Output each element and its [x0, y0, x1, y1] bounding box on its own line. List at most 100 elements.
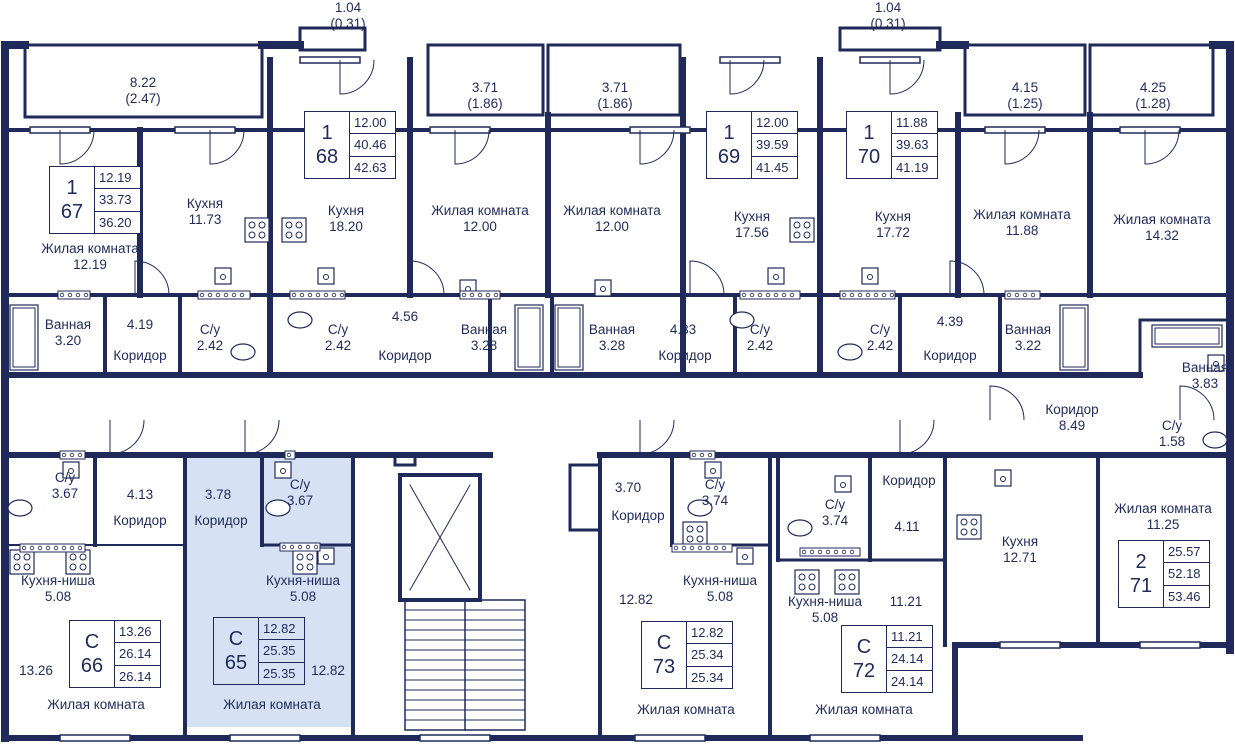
room-name: Ванная	[44, 317, 92, 332]
window	[429, 126, 491, 134]
sink-drain	[600, 286, 606, 292]
room-area: 17.72	[876, 225, 910, 240]
sink-drain	[220, 274, 226, 280]
room-name: С/у	[199, 322, 221, 337]
room-label: 3.70	[615, 480, 641, 496]
balcony-coef: (1.86)	[467, 96, 503, 111]
room-area: 11.21	[889, 594, 923, 609]
kitchen-counter	[57, 290, 91, 300]
balcony-area: 1.04	[334, 0, 362, 15]
sink-drain	[68, 468, 74, 474]
apartment-rooms: 2	[1135, 551, 1147, 573]
counter-mark	[323, 292, 329, 298]
room-name: Кухня-ниша	[683, 573, 757, 588]
stove	[682, 521, 708, 547]
window	[59, 734, 131, 742]
bathtub	[514, 304, 544, 371]
apartment-area-total: 39.59	[752, 134, 797, 157]
balcony-label: 3.71(1.86)	[467, 80, 502, 112]
counter-mark	[291, 292, 297, 298]
sink	[994, 469, 1012, 487]
room-area: 12.82	[619, 592, 653, 607]
room-area: 1.58	[1158, 434, 1186, 449]
stove-burner	[13, 563, 21, 571]
sink-drain	[710, 468, 716, 474]
shaft	[393, 453, 417, 467]
sink-drain	[742, 554, 748, 560]
apartment-number: 73	[652, 656, 676, 678]
balcony-label: 1.04(0.31)	[870, 0, 905, 32]
counter-mark	[61, 545, 67, 551]
room-area: 4.56	[391, 309, 419, 324]
stove-burner	[285, 221, 293, 229]
room-name: Жилая комната	[223, 697, 321, 712]
room-name: С/у	[327, 322, 349, 337]
balcony-label: 3.71(1.86)	[597, 80, 632, 112]
stove-burner	[296, 553, 304, 561]
apartment-area-total_balcony: 42.63	[354, 159, 387, 175]
balcony-area: 3.71	[601, 80, 629, 95]
balcony-coef: (1.25)	[1007, 96, 1043, 111]
kitchen-counter	[279, 542, 321, 552]
apartment-area-total: 25.34	[687, 644, 732, 667]
counter-mark	[765, 292, 771, 298]
stove	[281, 217, 307, 243]
bathtub-inner	[1062, 307, 1086, 368]
balcony-area: 4.15	[1011, 80, 1039, 95]
apartment-area-total: 26.14	[115, 643, 160, 666]
apartment-area-living: 11.21	[887, 626, 932, 649]
room-name: С/у	[1161, 418, 1183, 433]
counter-top	[289, 290, 346, 300]
kitchen-counter	[197, 290, 251, 300]
apartment-area-total: 39.63	[892, 134, 937, 157]
stove-burner	[23, 563, 31, 571]
room-area: 4.33	[669, 322, 697, 337]
room-name: Жилая комната	[1114, 501, 1212, 516]
door-swing	[1179, 385, 1215, 421]
stove	[794, 569, 820, 595]
counter-mark	[485, 292, 491, 298]
counter-mark	[305, 544, 311, 550]
apartment-area-total_balcony: 26.14	[119, 668, 152, 684]
sink-drain	[280, 468, 286, 474]
sink-drain	[1213, 361, 1219, 367]
counter-mark	[1006, 292, 1012, 298]
counter-mark	[199, 292, 205, 298]
bathtub	[9, 304, 39, 371]
window	[634, 734, 706, 742]
balcony-coef: (2.47)	[125, 91, 161, 106]
room-name: С/у	[54, 470, 76, 485]
stove-burner	[793, 221, 801, 229]
apartment-rooms: 1	[723, 122, 735, 144]
counter-mark	[699, 452, 705, 458]
counter-mark	[307, 292, 313, 298]
toilet	[787, 519, 813, 537]
counter-mark	[697, 545, 703, 551]
door-swing	[339, 59, 375, 95]
room-name: Кухня	[327, 203, 365, 218]
room-label: 4.13	[127, 487, 153, 503]
apartment-area-living: 12.82	[687, 622, 732, 645]
stove-burner	[248, 231, 256, 239]
balcony	[426, 43, 545, 117]
counter-mark	[21, 545, 27, 551]
room-name: Ванная	[1004, 322, 1052, 337]
sink	[834, 475, 852, 493]
bathtub	[1059, 304, 1089, 371]
stove-burner	[803, 221, 811, 229]
counter-mark	[29, 545, 35, 551]
sink	[861, 267, 879, 285]
counter-mark	[69, 545, 75, 551]
